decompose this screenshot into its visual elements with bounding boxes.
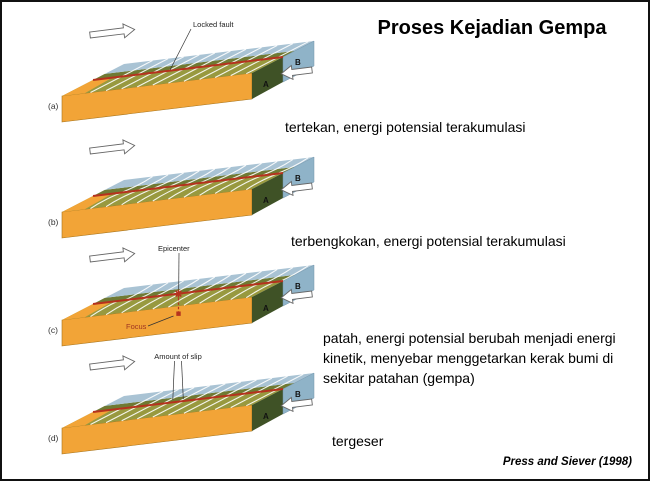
block-a-label: A (263, 304, 269, 313)
caption-stage-d: tergeser (332, 433, 384, 449)
block-diagram-art (61, 23, 315, 123)
fault-block-diagram-d: Amount of slip A B (d) (48, 352, 315, 455)
top-face-block-a (62, 173, 283, 212)
fault-zone-band (93, 166, 295, 196)
amount-of-slip-label: Amount of slip (154, 352, 202, 361)
block-b-label: B (295, 390, 301, 399)
top-face-block-a (62, 281, 283, 320)
end-face-block-a (252, 281, 283, 323)
block-b-label: B (295, 174, 301, 183)
grid-lines (90, 373, 304, 426)
shear-arrow-right (280, 180, 313, 197)
end-face-block-a (252, 389, 283, 431)
source-credit: Press and Siever (1998) (502, 456, 632, 468)
epicenter-mark (174, 289, 183, 298)
diagram-panel-b: A B (b) (40, 134, 340, 249)
shear-arrow-right (280, 396, 313, 413)
shear-arrow-left (89, 23, 136, 39)
fault-zone-band (93, 382, 295, 412)
shear-arrow-left (89, 355, 136, 371)
block-b-label: B (295, 282, 301, 291)
top-face-block-a (62, 389, 283, 428)
fault-zone-band (93, 50, 295, 80)
block-a-label: A (263, 412, 269, 421)
shear-arrow-left (89, 139, 136, 155)
top-face-block-b (104, 41, 314, 74)
fault-block-diagram-c: Epicenter Focus A B (c) (48, 244, 315, 347)
panel-letter-b: (b) (48, 217, 59, 227)
block-a-label: A (263, 196, 269, 205)
panel-letter-c: (c) (48, 325, 58, 335)
caption-stage-b: terbengkokan, energi potensial terakumul… (291, 233, 566, 249)
diagram-panel-a: Locked fault A B (a) (40, 18, 340, 133)
block-diagram-art (61, 355, 315, 455)
top-face-block-a (62, 57, 283, 96)
block-b-label: B (295, 58, 301, 67)
block-diagram-art (61, 247, 315, 347)
page-title: Proses Kejadian Gempa (377, 17, 607, 39)
diagram-panel-c: Epicenter Focus A B (c) (40, 242, 340, 357)
shear-arrow-right (280, 64, 313, 81)
epicenter-label: Epicenter (158, 244, 190, 253)
fault-line (92, 388, 284, 413)
fault-line (92, 280, 284, 305)
block-a-label: A (263, 80, 269, 89)
focus-label: Focus (126, 322, 147, 331)
shear-arrow-left (89, 247, 136, 263)
caption-stage-a: tertekan, energi potensial terakumulasi (285, 119, 526, 135)
panel-letter-d: (d) (48, 433, 59, 443)
fault-block-diagram-b: A B (b) (48, 139, 315, 239)
end-face-block-a (252, 57, 283, 99)
shear-arrow-right (280, 288, 313, 305)
fault-block-diagram-a: Locked fault A B (a) (48, 20, 315, 123)
diagram-panel-d: Amount of slip A B (d) (40, 350, 340, 465)
panel-letter-a: (a) (48, 101, 59, 111)
end-face-block-a (252, 173, 283, 215)
fault-line (92, 172, 284, 197)
grid-lines (90, 265, 309, 318)
fault-line (92, 56, 284, 81)
locked-fault-label: Locked fault (193, 20, 234, 29)
block-diagram-art (61, 139, 315, 239)
top-face-block-b (104, 373, 314, 406)
caption-stage-c: patah, energi potensial berubah menjadi … (323, 330, 616, 386)
focus-mark (176, 311, 181, 316)
